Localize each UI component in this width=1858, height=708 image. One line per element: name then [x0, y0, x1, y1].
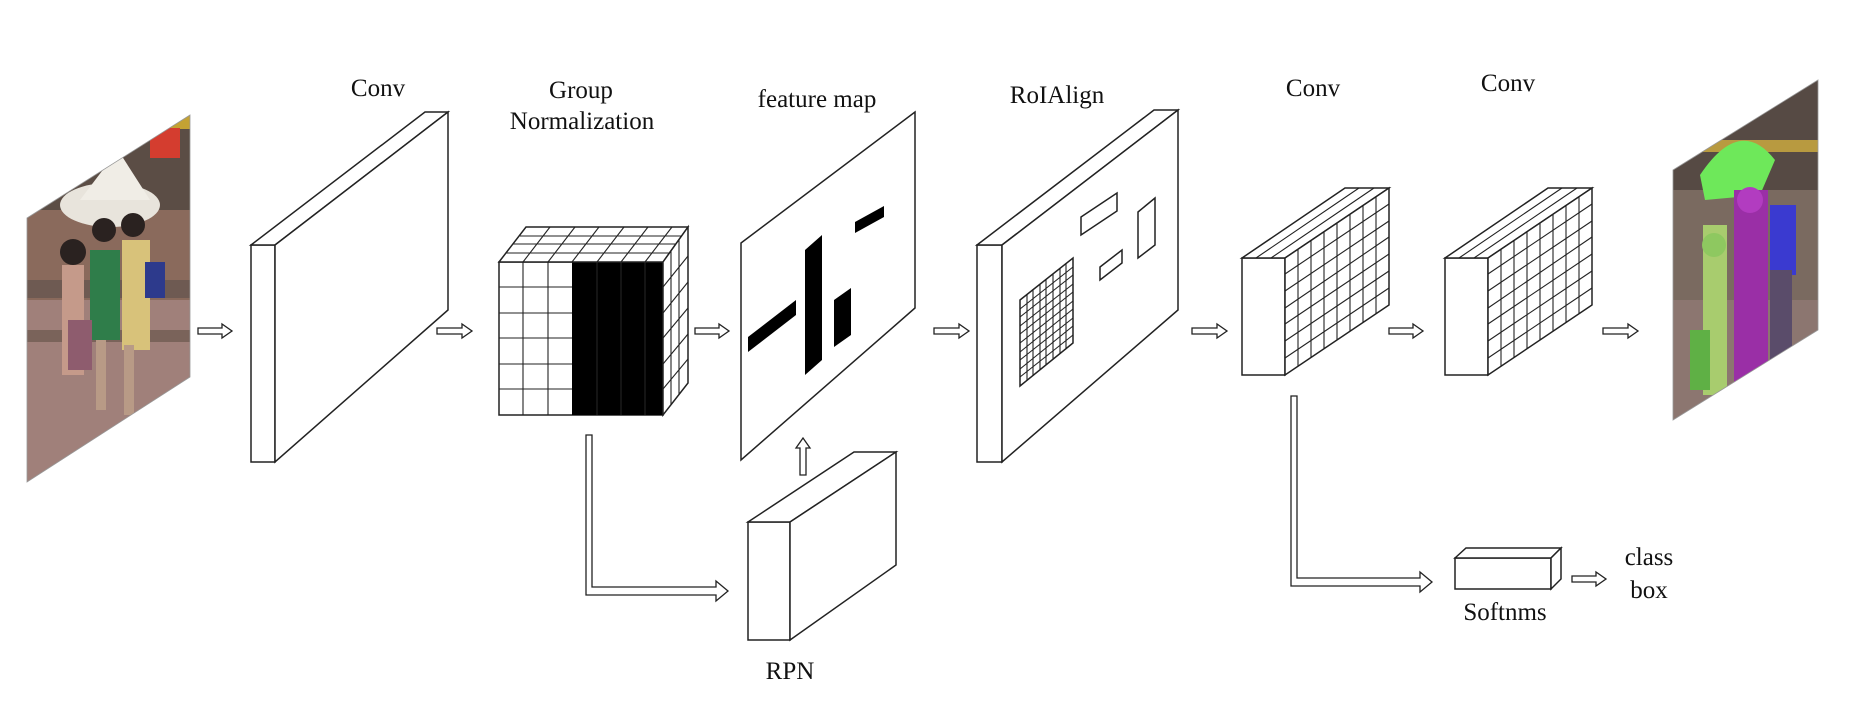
feature-map-plane [740, 110, 916, 462]
conv3-block [1442, 186, 1595, 377]
arrow-conv2-to-conv3 [1388, 322, 1425, 340]
arrow-conv3-to-output [1602, 322, 1640, 340]
arrow-gn-to-rpn [585, 434, 730, 603]
label-group-norm-line1: Group [549, 77, 613, 104]
label-output-class: class [1625, 544, 1674, 571]
label-roialign: RoIAlign [1010, 82, 1105, 109]
arrow-softnms-to-output [1571, 570, 1608, 588]
label-group-norm-line2: Normalization [510, 108, 655, 135]
label-conv2: Conv [1286, 75, 1341, 102]
arrow-gn-to-featuremap [694, 322, 731, 340]
roialign-plane [974, 108, 1181, 464]
arrow-featuremap-to-roialign [933, 322, 971, 340]
conv2-block [1239, 186, 1392, 377]
arrow-conv1-to-gn [436, 322, 474, 340]
group-normalization-cube [497, 224, 690, 418]
label-conv3: Conv [1481, 70, 1536, 97]
arrow-conv2-to-softnms [1290, 395, 1434, 594]
arrow-roialign-to-conv2 [1191, 322, 1229, 340]
softnms-block [1453, 546, 1563, 591]
input-image [27, 115, 190, 482]
label-feature-map: feature map [758, 86, 877, 113]
output-image [1673, 80, 1818, 420]
arrow-input-to-conv1 [197, 322, 234, 340]
arrow-rpn-to-featuremap [794, 436, 812, 476]
rpn-block [745, 450, 899, 642]
label-conv1: Conv [351, 75, 406, 102]
label-rpn: RPN [766, 658, 815, 685]
conv1-block [248, 110, 451, 464]
label-output-box: box [1630, 577, 1668, 604]
arrows [197, 322, 1640, 603]
label-softnms: Softnms [1463, 599, 1546, 626]
